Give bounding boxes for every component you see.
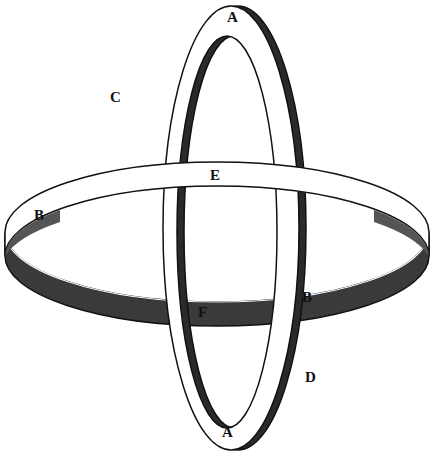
part-letter: A (227, 10, 238, 25)
part-letter: C (110, 90, 121, 105)
part-letter: A (222, 425, 233, 440)
horizontal-band-shade (5, 210, 60, 256)
horizontal-band-rim (5, 232, 429, 302)
part-letter: B (302, 290, 312, 305)
part-letter: B (34, 208, 44, 223)
vertical-ring-face (163, 6, 299, 450)
part-letter: F (198, 305, 207, 320)
horizontal-band-front (5, 232, 429, 326)
part-letter: E (210, 168, 220, 183)
horizontal-band-shade (374, 210, 429, 256)
horizontal-band-back (5, 162, 429, 256)
part-letter: D (305, 370, 316, 385)
